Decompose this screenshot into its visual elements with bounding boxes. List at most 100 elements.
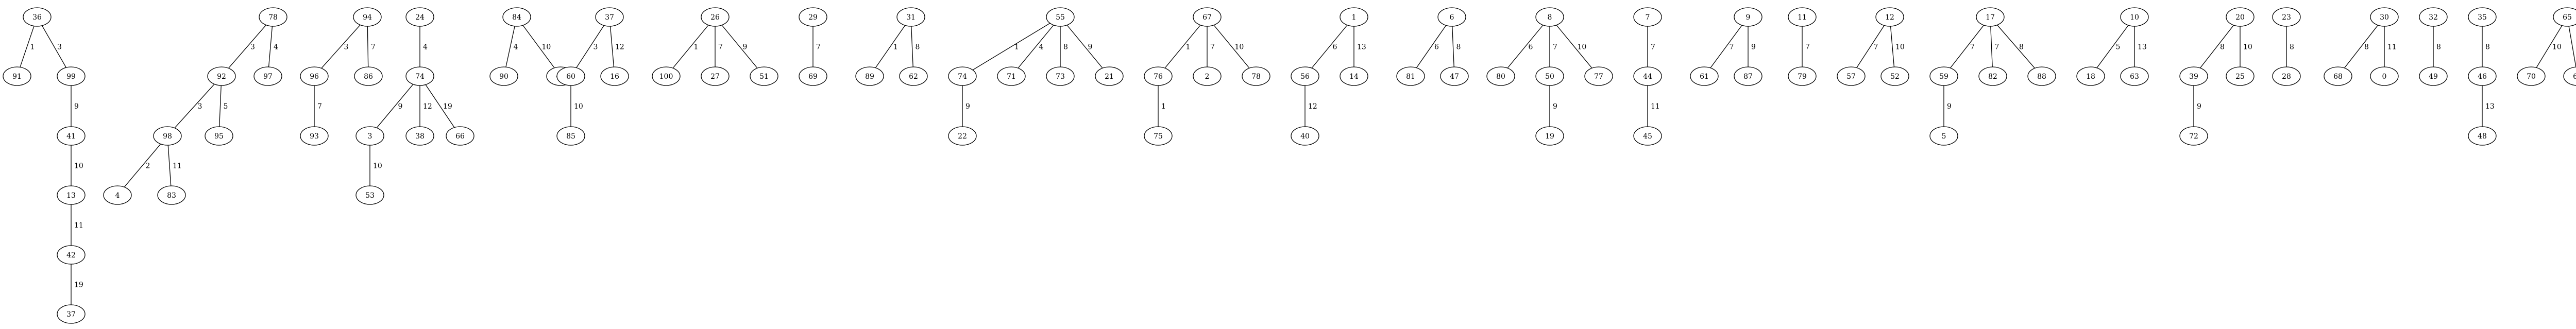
edge-label-55-71: 4	[1039, 43, 1044, 51]
node-ellipse-24	[405, 7, 434, 27]
node-label-4: 4	[115, 192, 120, 200]
node-30: 30	[2370, 7, 2399, 27]
edge-8-77	[1556, 25, 1592, 68]
node-95: 95	[205, 126, 233, 146]
node-label-67: 67	[1202, 13, 1212, 22]
node-ellipse-69	[799, 66, 827, 86]
edge-label-59-5: 9	[1947, 102, 1952, 111]
node-ellipse-4	[103, 185, 132, 205]
node-66: 66	[446, 126, 474, 146]
node-ellipse-65	[2553, 7, 2576, 27]
node-label-46: 46	[2478, 73, 2487, 81]
node-label-42: 42	[66, 251, 76, 259]
edge-12-57	[1856, 25, 1885, 68]
edge-label-74-66: 19	[443, 102, 452, 111]
node-42: 42	[57, 245, 86, 265]
edge-17-82	[1990, 26, 1993, 67]
edge-label-84-43: 10	[542, 43, 551, 51]
edge-84-90	[505, 26, 515, 67]
node-ellipse-63	[2120, 66, 2149, 86]
edge-label-6-47: 8	[1456, 43, 1461, 51]
node-label-27: 27	[710, 73, 720, 81]
node-label-74: 74	[415, 73, 425, 81]
node-label-9: 9	[1746, 13, 1751, 22]
node-label-81: 81	[1406, 73, 1415, 81]
edge-label-99-41: 9	[74, 102, 79, 111]
edge-31-89	[875, 25, 906, 68]
node-label-94: 94	[363, 13, 372, 22]
node-label-96: 96	[310, 73, 319, 81]
node-label-80: 80	[1496, 73, 1505, 81]
node-ellipse-26	[701, 7, 730, 27]
node-ellipse-45	[1633, 126, 1662, 146]
node-ellipse-48	[2468, 126, 2497, 146]
node-ellipse-38	[405, 126, 434, 146]
node-ellipse-51	[750, 66, 778, 86]
edge-78-97	[268, 26, 273, 67]
node-38: 38	[405, 126, 434, 146]
node-label-77: 77	[1594, 73, 1603, 81]
node-ellipse-70	[2517, 66, 2546, 86]
node-36: 36	[23, 7, 52, 27]
node-60: 60	[556, 66, 585, 86]
node-ellipse-35	[2468, 7, 2497, 27]
edge-10-18	[2096, 25, 2129, 68]
node-ellipse-85	[556, 126, 585, 146]
node-4: 4	[103, 185, 132, 205]
node-ellipse-2	[1193, 66, 1222, 86]
edge-98-83	[167, 145, 172, 186]
edge-label-78-97: 4	[274, 43, 278, 51]
node-label-91: 91	[12, 73, 22, 81]
node-9: 9	[1734, 7, 1762, 27]
node-label-23: 23	[2282, 13, 2291, 22]
node-13: 13	[57, 185, 86, 205]
node-ellipse-19	[1535, 126, 1564, 146]
node-20: 20	[2226, 7, 2255, 27]
edge-label-84-90: 4	[514, 43, 518, 51]
node-85: 85	[556, 126, 585, 146]
node-ellipse-39	[2179, 66, 2208, 86]
node-ellipse-75	[1144, 126, 1173, 146]
node-53: 53	[355, 185, 384, 205]
edge-label-31-62: 8	[916, 43, 920, 51]
node-label-41: 41	[66, 132, 76, 141]
node-ellipse-37	[57, 304, 86, 324]
edge-label-26-51: 9	[743, 43, 748, 51]
edge-label-67-2: 7	[1210, 43, 1215, 51]
edge-label-20-39: 8	[2220, 43, 2225, 51]
node-label-17: 17	[1986, 13, 1995, 22]
node-ellipse-46	[2468, 66, 2497, 86]
node-56: 56	[1291, 66, 1319, 86]
node-label-28: 28	[2282, 73, 2291, 81]
node-ellipse-44	[1633, 66, 1662, 86]
node-ellipse-59	[1929, 66, 1958, 86]
node-label-88: 88	[2037, 73, 2046, 81]
node-label-63: 63	[2130, 73, 2139, 81]
node-label-61: 61	[1700, 73, 1709, 81]
node-label-87: 87	[1743, 73, 1753, 81]
node-label-31: 31	[906, 13, 916, 22]
node-label-44: 44	[1643, 73, 1652, 81]
edge-label-41-13: 10	[74, 162, 83, 170]
node-ellipse-78b	[1242, 66, 1270, 86]
node-51: 51	[750, 66, 778, 86]
node-ellipse-50	[1535, 66, 1564, 86]
edge-74-3	[376, 84, 414, 128]
node-37: 37	[57, 304, 86, 324]
edge-label-23-28: 8	[2290, 43, 2294, 51]
edge-label-36-91: 1	[30, 43, 35, 51]
node-label-16: 16	[610, 73, 619, 81]
node-label-93: 93	[310, 132, 319, 141]
node-ellipse-1	[1340, 7, 1368, 27]
node-82: 82	[1978, 66, 2007, 86]
node-ellipse-22	[948, 126, 977, 146]
node-ellipse-31	[896, 7, 925, 27]
edge-36-91	[20, 26, 35, 67]
node-label-95: 95	[214, 132, 224, 141]
node-ellipse-53	[355, 185, 384, 205]
edge-78-92	[228, 25, 266, 68]
node-27: 27	[701, 66, 730, 86]
node-label-90: 90	[499, 73, 509, 81]
node-label-11: 11	[1798, 13, 1807, 22]
